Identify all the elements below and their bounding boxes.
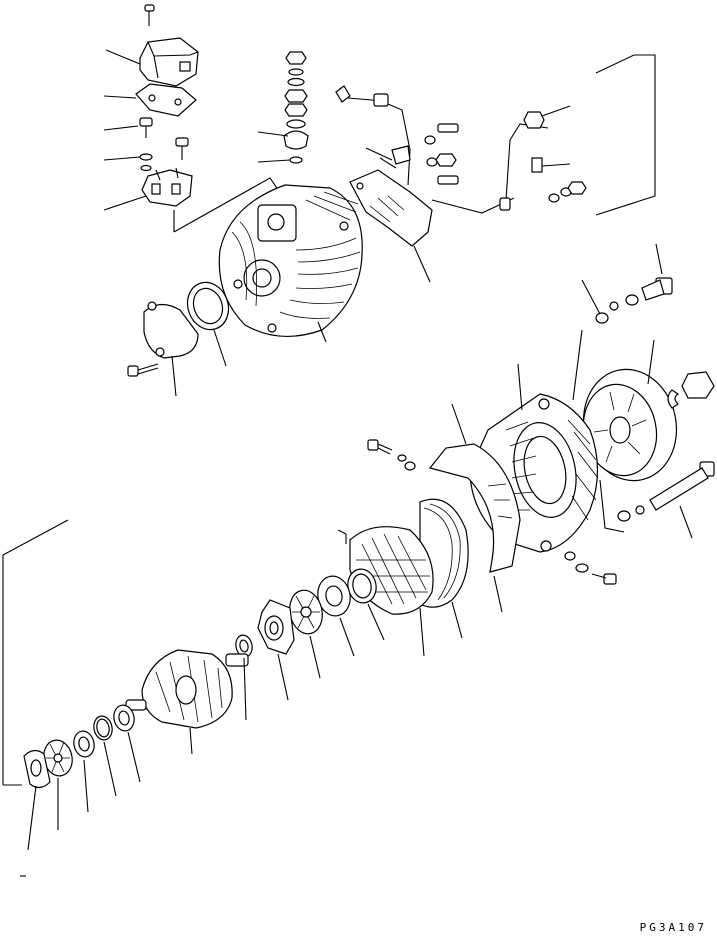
stator-cover-bracket xyxy=(349,169,433,247)
front-spacer xyxy=(23,749,51,789)
pulley-nut xyxy=(667,371,715,409)
rectifier-assembly xyxy=(337,526,434,615)
regulator-cover xyxy=(139,37,199,87)
retaining-ring xyxy=(347,568,377,604)
cover-screw xyxy=(127,363,159,377)
rotor xyxy=(125,649,249,729)
pulley-bolt xyxy=(595,277,673,324)
terminal-lead xyxy=(499,111,587,211)
rear-housing xyxy=(218,184,363,337)
bolt-set-right xyxy=(424,123,459,185)
brush-holder xyxy=(141,167,193,207)
leader-lines xyxy=(20,49,693,877)
front-ring xyxy=(93,715,113,741)
cover-gasket xyxy=(186,281,230,331)
stator-cover-sheet xyxy=(428,443,521,573)
wire-harness xyxy=(335,85,411,186)
plate-screw xyxy=(139,117,153,172)
front-bearing xyxy=(113,704,135,732)
front-bolt xyxy=(564,551,617,585)
regulator-plate xyxy=(135,83,197,117)
nut-washer-stack xyxy=(283,51,309,164)
front-collar xyxy=(73,730,95,758)
rear-cover xyxy=(143,301,199,359)
bearing-retainer xyxy=(257,599,295,655)
drawing-reference-code: PG3A107 xyxy=(639,921,707,934)
housing-screw xyxy=(367,439,416,471)
pulley xyxy=(582,368,678,482)
terminal-screw xyxy=(175,137,189,160)
regulator-screw xyxy=(144,4,155,26)
through-bolt xyxy=(617,461,715,522)
